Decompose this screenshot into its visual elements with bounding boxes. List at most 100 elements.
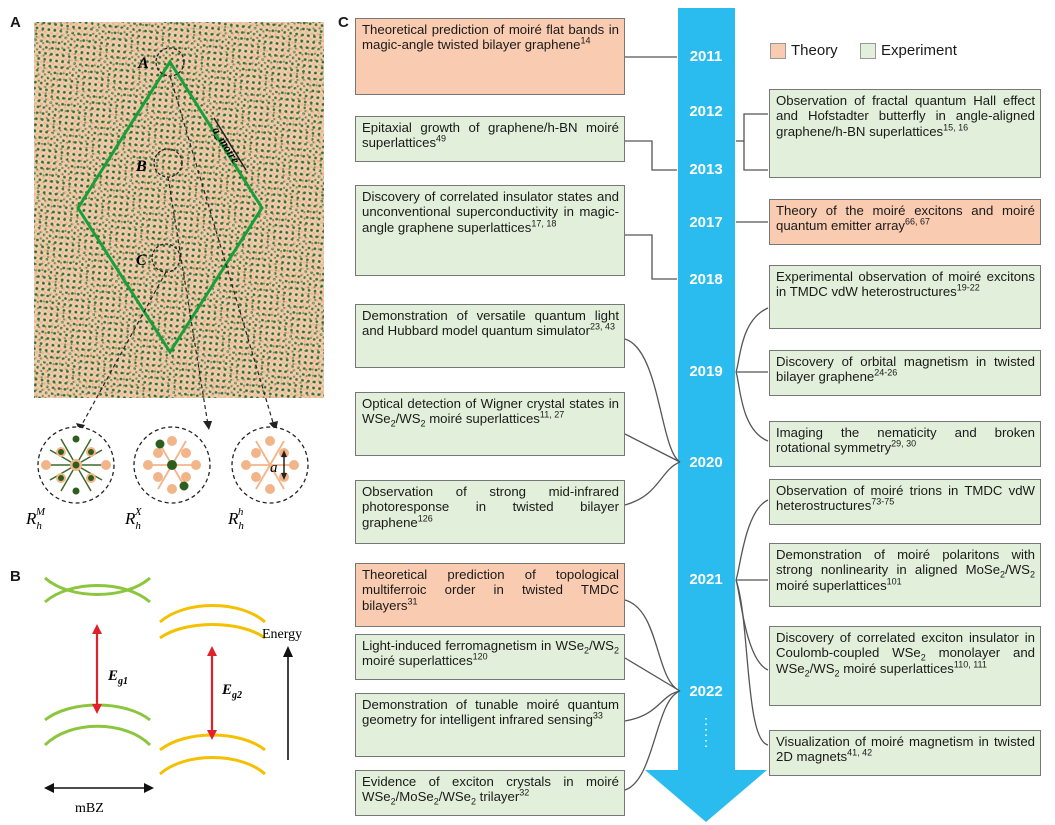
event-reference: 17, 18: [531, 218, 557, 229]
year-2017: 2017: [689, 214, 723, 231]
event-text: Theoretical prediction of moiré flat ban…: [362, 22, 619, 53]
event-text: Discovery of correlated insulator states…: [362, 189, 619, 235]
year-2022: 2022: [689, 683, 723, 700]
legend-experiment-label: Experiment: [881, 42, 957, 59]
event-box-left: Theoretical prediction of moiré flat ban…: [355, 18, 625, 95]
moire-constant-arrow: [213, 117, 247, 171]
event-box-right: Theory of the moiré excitons and moiré q…: [769, 199, 1041, 245]
energy-axis-arrow: [283, 646, 293, 760]
event-reference: 15, 16: [943, 122, 969, 133]
event-text-part: Demonstration of moiré polaritons with s…: [776, 547, 1035, 578]
event-box-left: Demonstration of versatile quantum light…: [355, 304, 625, 368]
legend-theory-label: Theory: [791, 42, 838, 59]
point-c-label: C: [136, 252, 147, 269]
event-text-subscript: 2: [804, 668, 810, 679]
energy-label: Energy: [262, 627, 302, 642]
stacking-rhx-circle: [133, 426, 211, 504]
gap-arrow-eg1: [92, 624, 102, 714]
stacking-label-rhh: Rhh: [227, 506, 244, 532]
event-text-subscript: 2: [1029, 570, 1035, 581]
event-text-part: Evidence of exciton crystals in moiré WS…: [362, 774, 619, 805]
event-text-part: monolayer and WSe: [776, 645, 1035, 676]
event-text-part: moiré superlattices: [425, 411, 540, 427]
panel-c-letter: C: [338, 14, 349, 31]
event-text-part: Optical detection of Wigner crystal stat…: [362, 396, 619, 427]
event-text-part: moiré superlattices: [362, 653, 473, 669]
event-box-right: Demonstration of moiré polaritons with s…: [769, 543, 1041, 607]
event-reference: 41, 42: [847, 748, 873, 759]
year-2020: 2020: [689, 454, 723, 471]
event-text: Experimental observation of moiré excito…: [776, 269, 1035, 300]
event-reference: 31: [407, 596, 418, 607]
event-box-left: Theoretical prediction of topological mu…: [355, 563, 625, 627]
event-text-part: moiré superlattices: [839, 660, 954, 676]
event-text: Theoretical prediction of topological mu…: [362, 567, 619, 613]
yellow-bands: [159, 604, 266, 776]
lattice-constant-label: a: [270, 460, 278, 476]
event-text-subscript: 2: [470, 797, 476, 808]
legend-experiment-swatch: [860, 43, 876, 59]
event-reference: 126: [417, 513, 433, 524]
eg1-label: Eg1: [107, 668, 128, 687]
gap-arrow-eg2: [207, 646, 217, 740]
event-text: Demonstration of versatile quantum light…: [362, 308, 619, 339]
event-box-left: Discovery of correlated insulator states…: [355, 185, 625, 276]
moire-unit-cell: [76, 59, 264, 355]
event-box-left: Demonstration of tunable moiré quantum g…: [355, 693, 625, 757]
mbz-label: mBZ: [75, 801, 104, 816]
event-text: Light-induced ferromagnetism in WSe2/WS2…: [362, 638, 619, 668]
event-text-subscript: 2: [390, 797, 396, 808]
event-box-right: Observation of fractal quantum Hall effe…: [769, 89, 1041, 178]
year-2013: 2013: [689, 161, 723, 178]
event-text-part: /WSe: [438, 789, 471, 805]
event-box-left: Observation of strong mid-infrared photo…: [355, 480, 625, 544]
event-reference: 33: [592, 711, 603, 722]
panel-b-letter: B: [10, 568, 21, 585]
event-box-left: Light-induced ferromagnetism in WSe2/WS2…: [355, 634, 625, 680]
event-reference: 19-22: [956, 283, 980, 294]
event-box-right: Discovery of correlated exciton insulato…: [769, 626, 1041, 706]
event-box-right: Experimental observation of moiré excito…: [769, 265, 1041, 329]
event-box-right: Imaging the nematicity and broken rotati…: [769, 421, 1041, 467]
point-a-label: A: [137, 55, 149, 72]
year-2019: 2019: [689, 363, 723, 380]
band-structure-panel: Eg1 Eg2 Energy mBZ: [43, 576, 302, 816]
event-text-subscript: 2: [834, 668, 840, 679]
event-reference: 23, 43: [589, 322, 616, 333]
event-reference: 29, 30: [891, 439, 917, 450]
event-text-part: /WS: [395, 411, 421, 427]
event-text: Discovery of correlated exciton insulato…: [776, 630, 1035, 679]
event-text-part: moiré superlattices: [776, 577, 887, 593]
event-text: Theory of the moiré excitons and moiré q…: [776, 203, 1035, 234]
event-reference: 32: [519, 788, 530, 799]
stacking-label-rhm: RhM: [25, 506, 46, 532]
event-text-part: /WS: [589, 638, 614, 653]
year-2021: 2021: [689, 571, 723, 588]
event-box-right: Observation of moiré trions in TMDC vdW …: [769, 479, 1041, 525]
event-text-part: Light-induced ferromagnetism in WSe: [362, 638, 585, 653]
event-text: Imaging the nematicity and broken rotati…: [776, 425, 1035, 456]
stacking-label-rhx: RhX: [124, 506, 143, 532]
event-reference: 110, 111: [953, 659, 987, 670]
event-text-subscript: 2: [433, 797, 439, 808]
event-reference: 73-75: [871, 497, 895, 508]
event-reference: 49: [436, 134, 447, 145]
event-box-right: Discovery of orbital magnetism in twiste…: [769, 350, 1041, 396]
event-reference: 14: [580, 36, 591, 47]
panel-a-letter: A: [10, 14, 21, 31]
moire-lattice-panel: A B C a_moiré: [25, 22, 324, 532]
event-text: Demonstration of moiré polaritons with s…: [776, 547, 1035, 593]
year-2018: 2018: [689, 271, 723, 288]
event-reference: 66, 67: [905, 217, 931, 228]
event-text: Optical detection of Wigner crystal stat…: [362, 396, 619, 430]
legend-theory-swatch: [770, 43, 786, 59]
event-text-subscript: 2: [420, 419, 426, 430]
event-text-subscript: 2: [1000, 570, 1006, 581]
event-text: Epitaxial growth of graphene/h-BN moiré …: [362, 120, 619, 151]
event-text-part: Discovery of correlated exciton insulato…: [776, 630, 1035, 661]
event-box-right: Visualization of moiré magnetism in twis…: [769, 730, 1041, 776]
mbz-axis-arrow: [44, 783, 154, 793]
event-box-left: Evidence of exciton crystals in moiré WS…: [355, 770, 625, 816]
event-text-part: /MoSe: [395, 789, 434, 805]
